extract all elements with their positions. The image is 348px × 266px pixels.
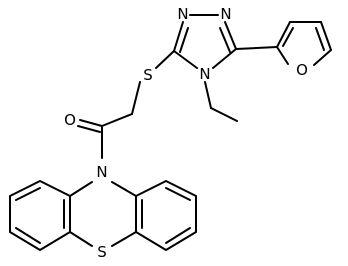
bond-n-c5a (111, 181, 137, 197)
right-ring-double-2 (165, 227, 191, 244)
phenothiazine-center (69, 181, 137, 247)
atom-o-furan-label: O (296, 61, 308, 79)
atom-s-ring-label: S (97, 243, 107, 261)
left-ring-outline (9, 180, 71, 251)
atom-n4: N (199, 65, 210, 83)
bond-o-fc2 (276, 46, 289, 65)
bond-c3-s (155, 50, 175, 69)
bond-fc2-fc3 (276, 21, 291, 48)
bond-n2-c5 (224, 21, 237, 50)
bond-n4-ch2 (204, 81, 212, 109)
atom-n2: N (220, 5, 231, 23)
atom-n-ring-label: N (96, 163, 107, 181)
bond-n1-c3-double (179, 27, 189, 53)
atom-n-ring: N (96, 163, 107, 181)
atom-n1: N (177, 5, 188, 23)
bond-c5-n4 (212, 48, 237, 69)
atom-s-ring: S (97, 243, 107, 261)
bond-n1-c3 (173, 21, 184, 52)
atom-s-thio-label: S (143, 66, 153, 84)
bond-c10a-s (69, 231, 93, 247)
bond-ch2-ch3 (210, 107, 238, 122)
right-ring-double-1 (165, 187, 191, 201)
thioether-link (101, 50, 175, 127)
bond-fc4-fc5 (320, 21, 332, 51)
bond-n-c4a (69, 181, 93, 197)
atom-o-carbonyl-label: O (64, 111, 76, 129)
bond-ch2-co (101, 113, 133, 127)
left-ring-double-1 (15, 187, 41, 201)
bond-fc5-o (313, 49, 332, 66)
bond-c3-n4 (173, 50, 198, 69)
bond-s-ch2 (131, 81, 141, 115)
left-benzene-ring (9, 180, 71, 251)
furan-link (235, 46, 278, 50)
right-ring-outline (135, 180, 197, 251)
furan-ring (276, 21, 332, 66)
atom-n2-label: N (220, 5, 231, 23)
bond-c5-furan (235, 46, 278, 50)
carbonyl (77, 119, 103, 159)
bond-n2-c5-double (219, 27, 231, 53)
atom-s-thio: S (143, 66, 153, 84)
bond-c-o (79, 119, 103, 127)
bond-fc4-fc5-double (315, 27, 325, 51)
atom-o-furan: O (296, 61, 308, 79)
ethyl-group (204, 81, 238, 122)
left-ring-double-2 (15, 227, 41, 244)
atom-o-carbonyl: O (64, 111, 76, 129)
atom-labels: N N N S O O N S (64, 5, 308, 261)
atom-n4-label: N (199, 65, 210, 83)
triazole-ring (173, 14, 237, 69)
bond-fc2-fc3-double (282, 27, 294, 47)
bond-s-c9a (111, 231, 137, 247)
atom-n1-label: N (177, 5, 188, 23)
bond-c-o-double (77, 125, 101, 133)
right-benzene-ring (135, 180, 197, 251)
